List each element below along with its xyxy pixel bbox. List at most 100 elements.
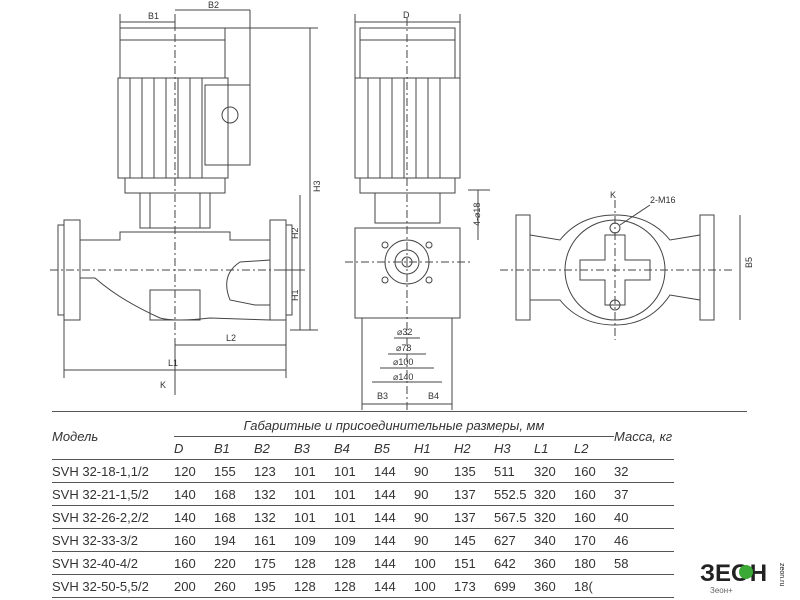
value-cell-b2: 123 <box>254 459 294 483</box>
column-header-h2: H2 <box>454 436 494 460</box>
dim-h3: H3 <box>312 180 322 192</box>
dim-l2: L2 <box>226 333 236 343</box>
value-cell-b2: 195 <box>254 574 294 598</box>
value-cell-b3: 128 <box>294 551 334 575</box>
top-view <box>500 200 741 340</box>
value-cell-l2: 180 <box>574 551 614 575</box>
value-cell-b2: 132 <box>254 505 294 529</box>
mass-cell: 40 <box>614 505 674 529</box>
value-cell-b3: 109 <box>294 528 334 552</box>
value-cell-l2: 170 <box>574 528 614 552</box>
model-cell: SVH 32-26-2,2/2 <box>52 505 174 529</box>
column-header-l1: L1 <box>534 436 574 460</box>
value-cell-b5: 144 <box>374 459 414 483</box>
model-cell: SVH 32-50-5,5/2 <box>52 574 174 598</box>
dim-m16: 2-M16 <box>650 195 676 205</box>
mass-cell: 32 <box>614 459 674 483</box>
column-header-l2: L2 <box>574 436 614 460</box>
model-cell: SVH 32-21-1,5/2 <box>52 482 174 506</box>
value-cell-l2: 18( <box>574 574 614 598</box>
value-cell-d: 140 <box>174 505 214 529</box>
value-cell-h1: 90 <box>414 505 454 529</box>
value-cell-d: 140 <box>174 482 214 506</box>
mass-cell: 46 <box>614 528 674 552</box>
value-cell-h1: 100 <box>414 574 454 598</box>
value-cell-b1: 220 <box>214 551 254 575</box>
column-header-h3: H3 <box>494 436 534 460</box>
value-cell-h2: 145 <box>454 528 494 552</box>
dimensions-table: Модель Габаритные и присоединительные ра… <box>52 414 674 598</box>
value-cell-h1: 90 <box>414 482 454 506</box>
dim-l1: L1 <box>168 358 178 368</box>
table-top-rule <box>52 411 747 412</box>
value-cell-h3: 627 <box>494 528 534 552</box>
value-cell-l1: 320 <box>534 505 574 529</box>
dim-h2: H2 <box>290 227 300 239</box>
mass-cell: 58 <box>614 551 674 575</box>
dim-b4: B4 <box>428 391 439 401</box>
pump-technical-drawing: B1 B2 H3 H2 H1 L1 L2 K D 4-⌀18 ⌀32 ⌀78 ⌀… <box>50 0 754 410</box>
column-header-b2: B2 <box>254 436 294 460</box>
column-header-b4: B4 <box>334 436 374 460</box>
model-cell: SVH 32-33-3/2 <box>52 528 174 552</box>
model-cell: SVH 32-18-1,1/2 <box>52 459 174 483</box>
model-header: Модель <box>52 414 174 460</box>
front-view <box>345 14 490 410</box>
dim-b2: B2 <box>208 0 219 10</box>
dim-b5: B5 <box>744 257 754 268</box>
value-cell-h2: 151 <box>454 551 494 575</box>
value-cell-b2: 175 <box>254 551 294 575</box>
value-cell-b5: 144 <box>374 482 414 506</box>
dim-h1: H1 <box>290 289 300 301</box>
value-cell-b3: 128 <box>294 574 334 598</box>
column-header-h1: H1 <box>414 436 454 460</box>
dim-d100: ⌀100 <box>393 357 413 367</box>
value-cell-d: 120 <box>174 459 214 483</box>
side-view <box>50 9 318 395</box>
value-cell-l1: 320 <box>534 482 574 506</box>
value-cell-b4: 101 <box>334 482 374 506</box>
value-cell-l2: 160 <box>574 482 614 506</box>
value-cell-b1: 155 <box>214 459 254 483</box>
value-cell-b1: 168 <box>214 482 254 506</box>
value-cell-h2: 173 <box>454 574 494 598</box>
value-cell-h1: 100 <box>414 551 454 575</box>
column-header-d: D <box>174 436 214 460</box>
value-cell-h2: 135 <box>454 459 494 483</box>
value-cell-d: 160 <box>174 551 214 575</box>
value-cell-b1: 194 <box>214 528 254 552</box>
value-cell-b5: 144 <box>374 528 414 552</box>
value-cell-h3: 699 <box>494 574 534 598</box>
dim-d: D <box>403 10 410 20</box>
value-cell-h2: 137 <box>454 505 494 529</box>
logo-main-text: ЗЕОН <box>700 560 767 587</box>
value-cell-h3: 511 <box>494 459 534 483</box>
dim-d140: ⌀140 <box>393 372 413 382</box>
value-cell-b1: 260 <box>214 574 254 598</box>
column-header-b5: B5 <box>374 436 414 460</box>
mass-header: Масса, кг <box>614 414 674 460</box>
dim-b1: B1 <box>148 11 159 21</box>
value-cell-b2: 161 <box>254 528 294 552</box>
table-header-row: Модель Габаритные и присоединительные ра… <box>52 414 674 460</box>
dim-b3: B3 <box>377 391 388 401</box>
logo-green-dot <box>739 565 753 579</box>
dim-d78: ⌀78 <box>396 343 411 353</box>
value-cell-l2: 160 <box>574 505 614 529</box>
value-cell-l2: 160 <box>574 459 614 483</box>
dim-d32: ⌀32 <box>397 327 412 337</box>
value-cell-b4: 109 <box>334 528 374 552</box>
value-cell-d: 160 <box>174 528 214 552</box>
value-cell-b5: 144 <box>374 551 414 575</box>
dim-k-top: K <box>610 190 616 200</box>
mass-cell <box>614 574 674 598</box>
dimensions-table-wrap: Модель Габаритные и присоединительные ра… <box>52 414 752 598</box>
dimension-labels: B1 B2 H3 H2 H1 L1 L2 K D 4-⌀18 ⌀32 ⌀78 ⌀… <box>148 0 754 401</box>
